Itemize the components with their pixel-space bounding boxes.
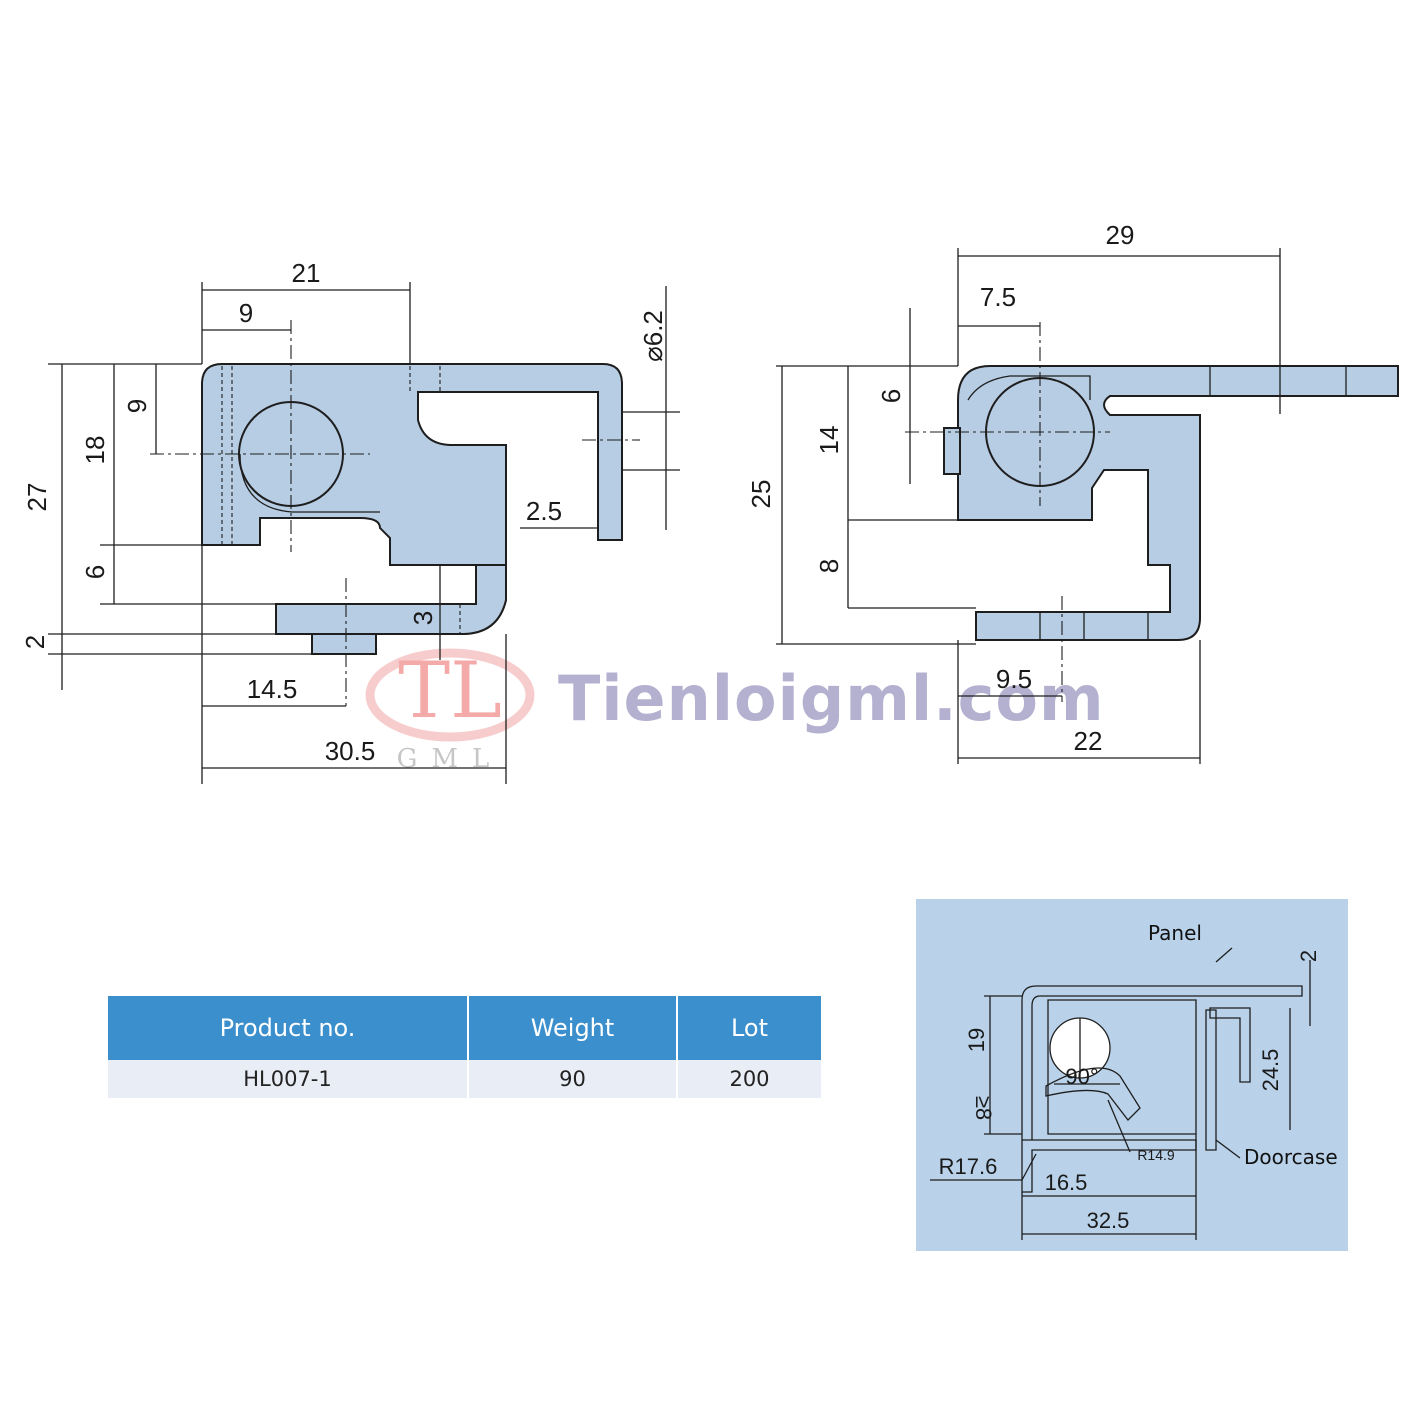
dim-2-5: 2.5 bbox=[526, 496, 562, 526]
dim-9-horizontal: 9 bbox=[239, 298, 253, 328]
dim-7-5: 7.5 bbox=[980, 282, 1016, 312]
spec-table: Product no. Weight Lot HL007-1 90 200 bbox=[108, 996, 821, 1098]
panel-label: Panel bbox=[1148, 921, 1202, 945]
dim-8: 8 bbox=[814, 559, 844, 573]
cell-product-no: HL007-1 bbox=[108, 1060, 469, 1098]
watermark-text: Tienloigml.com bbox=[558, 662, 1105, 735]
leader-panel bbox=[1215, 947, 1233, 963]
watermark-logo: TL GML bbox=[365, 646, 535, 774]
dim-9-vertical: 9 bbox=[122, 399, 152, 413]
dim-22: 22 bbox=[1074, 726, 1103, 756]
dim-14: 14 bbox=[814, 426, 844, 455]
dim-18: 18 bbox=[80, 436, 110, 465]
install-dim-r17-6: R17.6 bbox=[939, 1154, 998, 1179]
dim-30-5: 30.5 bbox=[325, 736, 376, 766]
installation-diagram: Panel Doorcase 2 19 ≥8 24.5 90° R17.6 R1… bbox=[916, 899, 1348, 1251]
front-bottom-plate bbox=[275, 564, 507, 635]
dim-6: 6 bbox=[80, 565, 110, 579]
front-stud bbox=[311, 633, 377, 655]
header-lot: Lot bbox=[677, 996, 821, 1060]
header-weight: Weight bbox=[468, 996, 678, 1060]
logo-letters: TL bbox=[398, 646, 502, 736]
install-dim-2: 2 bbox=[1296, 950, 1321, 962]
side-view: 29 7.5 25 14 6 8 9.5 22 bbox=[746, 220, 1399, 764]
dim-27: 27 bbox=[22, 483, 52, 512]
swing-arm bbox=[1045, 1067, 1141, 1121]
install-dim-r14-9: R14.9 bbox=[1137, 1147, 1175, 1163]
install-dim-24-5: 24.5 bbox=[1258, 1049, 1283, 1092]
dim-9-5: 9.5 bbox=[996, 664, 1032, 694]
leader-r176 bbox=[1021, 1153, 1037, 1181]
doorcase-sheet bbox=[1205, 1009, 1217, 1151]
dim-25: 25 bbox=[746, 480, 776, 509]
install-latch bbox=[1209, 1007, 1251, 1083]
dim-6-side: 6 bbox=[876, 389, 906, 403]
cell-weight: 90 bbox=[468, 1060, 678, 1098]
front-hole-boss bbox=[239, 453, 380, 513]
cell-lot: 200 bbox=[677, 1060, 821, 1098]
install-dim-angle: 90° bbox=[1065, 1064, 1098, 1089]
dim-29: 29 bbox=[1106, 220, 1135, 250]
table-row: HL007-1 90 200 bbox=[108, 1060, 821, 1098]
install-dim-16-5: 16.5 bbox=[1045, 1170, 1088, 1195]
front-view: 21 9 27 18 9 6 2 3 ⌀6.2 2.5 14.5 30.5 bbox=[20, 258, 680, 784]
install-dim-8: ≥8 bbox=[971, 1096, 996, 1120]
leader-doorcase bbox=[1215, 1139, 1241, 1159]
dim-2: 2 bbox=[20, 635, 50, 649]
dim-diameter: ⌀6.2 bbox=[638, 310, 668, 362]
dim-3: 3 bbox=[408, 611, 438, 625]
logo-subtext: GML bbox=[397, 744, 504, 774]
install-dim-19: 19 bbox=[964, 1028, 989, 1052]
dim-14-5: 14.5 bbox=[247, 674, 298, 704]
logo-ring bbox=[365, 648, 535, 742]
doorcase-label: Doorcase bbox=[1244, 1145, 1338, 1169]
install-panel-background bbox=[916, 899, 1348, 1251]
leader-r149 bbox=[1107, 1099, 1131, 1153]
header-product-no: Product no. bbox=[108, 996, 469, 1060]
install-dim-32-5: 32.5 bbox=[1087, 1208, 1130, 1233]
dim-21: 21 bbox=[292, 258, 321, 288]
panel-sheet bbox=[1021, 985, 1303, 1140]
side-barrel-outline bbox=[967, 375, 1091, 401]
table-header-row: Product no. Weight Lot bbox=[108, 996, 821, 1060]
side-stud bbox=[943, 427, 961, 475]
